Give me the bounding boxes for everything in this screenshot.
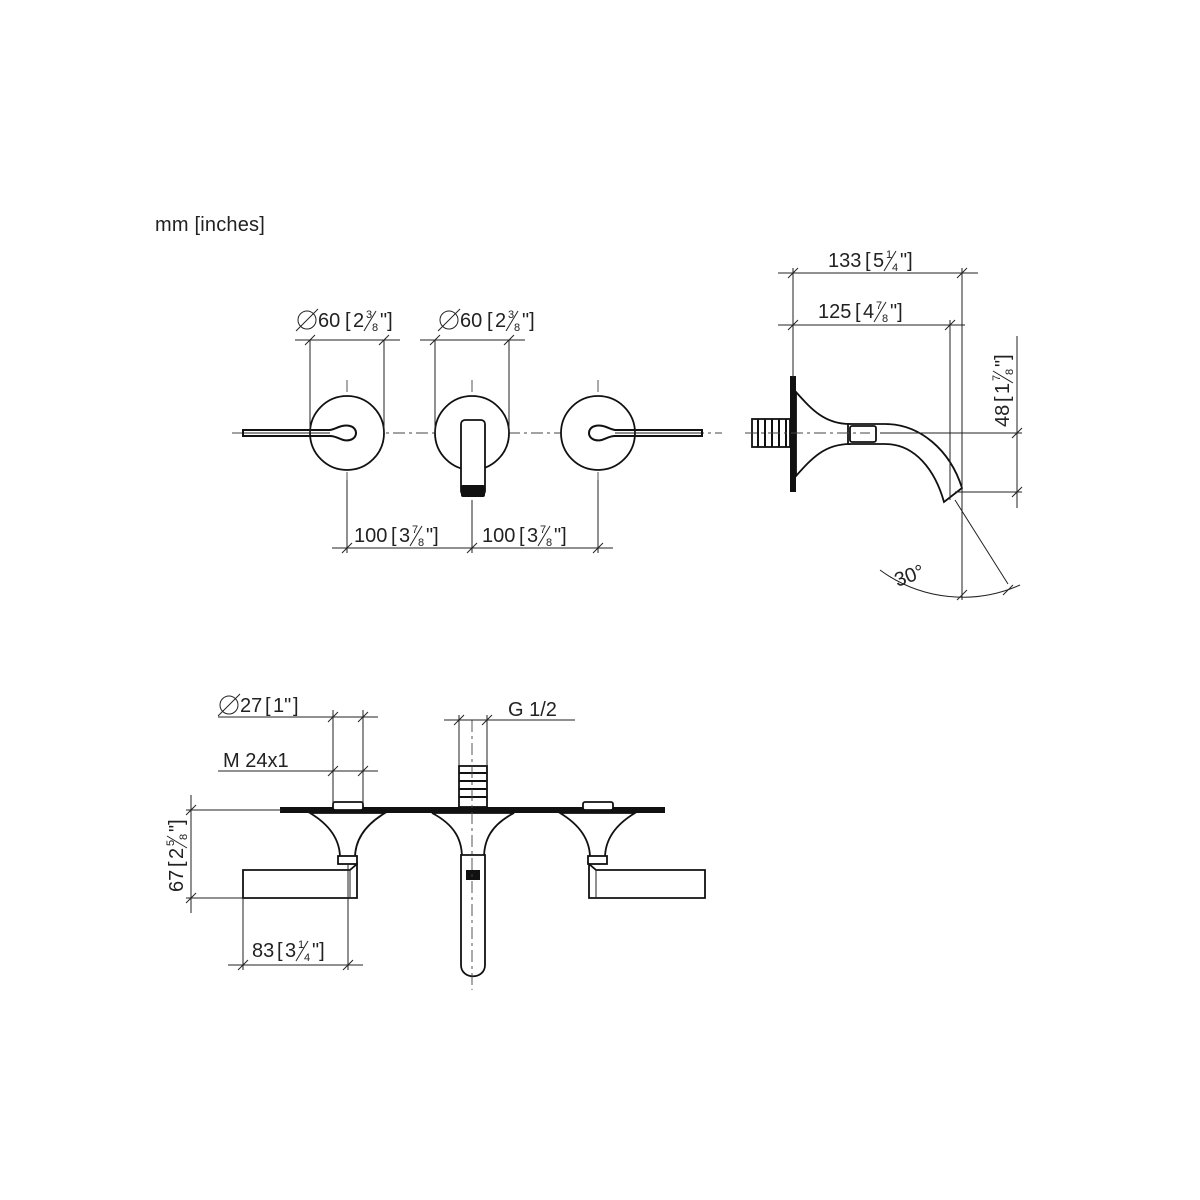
svg-text:]: ] xyxy=(293,695,299,717)
svg-text:[: [ xyxy=(519,525,525,547)
spout-side xyxy=(847,423,964,504)
dim-handle-length-value: 83 xyxy=(252,940,274,962)
svg-text:[: [ xyxy=(166,861,188,867)
dim-dia-left-value: 60 xyxy=(318,310,340,332)
left-lever-handle xyxy=(242,424,357,442)
spout-flare-top xyxy=(431,812,515,859)
dim-spout-projection: 125 [ 4 7 8 "] xyxy=(818,300,903,325)
svg-text:[: [ xyxy=(345,310,351,332)
svg-text:3: 3 xyxy=(527,525,538,547)
svg-text:7: 7 xyxy=(991,375,1003,381)
top-view xyxy=(185,710,706,990)
svg-text:[: [ xyxy=(992,396,1014,402)
dim-spacing-right: 100 [ 3 7 8 "] xyxy=(482,524,567,549)
svg-text:3: 3 xyxy=(399,525,410,547)
right-lever-handle xyxy=(588,424,703,442)
wall-plate xyxy=(790,376,796,492)
spout-connector-top xyxy=(458,765,488,808)
svg-text:"]: "] xyxy=(900,250,913,272)
svg-text:7: 7 xyxy=(876,300,882,312)
svg-text:"]: "] xyxy=(554,525,567,547)
spout-outlet xyxy=(461,485,485,497)
side-view xyxy=(745,267,1023,601)
svg-text:"]: "] xyxy=(380,310,393,332)
svg-text:8: 8 xyxy=(1004,369,1016,375)
dim-connection-label: G 1/2 xyxy=(508,699,557,721)
svg-text:1": 1" xyxy=(273,695,291,717)
dim-dia-mid-value: 60 xyxy=(460,310,482,332)
svg-text:4: 4 xyxy=(892,262,898,274)
svg-text:7: 7 xyxy=(412,524,418,536)
front-view xyxy=(232,334,722,554)
svg-text:1: 1 xyxy=(992,383,1014,394)
svg-text:8: 8 xyxy=(546,537,552,549)
dim-thread-label: M 24x1 xyxy=(223,750,289,772)
dim-spacing-right-value: 100 xyxy=(482,525,515,547)
dim-dia-left: 60 [ 2 3 8 "] xyxy=(295,308,393,334)
dim-height: 67 [ 2 5 8 "] xyxy=(165,819,190,892)
dim-spout-drop: 48 [ 1 7 8 "] xyxy=(991,354,1016,427)
svg-text:1: 1 xyxy=(886,249,892,261)
left-valve-body xyxy=(306,812,389,859)
left-cartridge xyxy=(332,801,364,811)
spout-aerator-mark xyxy=(466,870,480,880)
svg-text:5: 5 xyxy=(165,840,177,846)
svg-text:"]: "] xyxy=(426,525,439,547)
spout-collar xyxy=(849,425,877,443)
dim-dia-mid: 60 [ 2 3 8 "] xyxy=(437,308,535,334)
svg-text:[: [ xyxy=(391,525,397,547)
svg-text:"]: "] xyxy=(522,310,535,332)
svg-text:8: 8 xyxy=(418,537,424,549)
right-valve-body xyxy=(556,812,639,859)
dim-height-value: 67 xyxy=(166,870,188,892)
svg-text:3: 3 xyxy=(285,940,296,962)
spout-front xyxy=(460,419,486,496)
svg-text:"]: "] xyxy=(312,940,325,962)
dim-total-projection-value: 133 xyxy=(828,250,861,272)
svg-text:5: 5 xyxy=(873,250,884,272)
dim-spacing-left: 100 [ 3 7 8 "] xyxy=(354,524,439,549)
dim-total-projection: 133 [ 5 1 4 "] xyxy=(828,249,913,274)
right-handle-top xyxy=(588,862,706,899)
svg-text:8: 8 xyxy=(178,834,190,840)
svg-text:4: 4 xyxy=(863,301,874,323)
svg-text:[: [ xyxy=(865,250,871,272)
spout-base-flare xyxy=(795,389,851,479)
svg-text:4: 4 xyxy=(304,952,310,964)
svg-text:[: [ xyxy=(277,940,283,962)
svg-text:2: 2 xyxy=(353,310,364,332)
dim-spacing-left-value: 100 xyxy=(354,525,387,547)
svg-text:1: 1 xyxy=(298,939,304,951)
spout-top xyxy=(460,854,486,978)
svg-text:"]: "] xyxy=(166,819,188,832)
svg-text:[: [ xyxy=(265,695,271,717)
dim-spout-projection-value: 125 xyxy=(818,301,851,323)
svg-text:3: 3 xyxy=(366,309,372,321)
dim-dia-27-value: 27 xyxy=(240,695,262,717)
svg-text:"]: "] xyxy=(992,354,1014,367)
svg-text:"]: "] xyxy=(890,301,903,323)
svg-text:3: 3 xyxy=(508,309,514,321)
svg-text:8: 8 xyxy=(882,313,888,325)
top-wall-line xyxy=(280,807,665,813)
dim-handle-length: 83 [ 3 1 4 "] xyxy=(252,939,325,964)
svg-text:2: 2 xyxy=(166,848,188,859)
left-handle-top xyxy=(242,862,358,899)
units-label: mm [inches] xyxy=(155,214,266,236)
svg-text:8: 8 xyxy=(372,322,378,334)
svg-text:2: 2 xyxy=(495,310,506,332)
right-cartridge xyxy=(582,801,614,811)
svg-text:[: [ xyxy=(487,310,493,332)
dim-spout-drop-value: 48 xyxy=(992,405,1014,427)
dim-dia-27: 27 [ 1" ] xyxy=(217,693,299,717)
svg-text:[: [ xyxy=(855,301,861,323)
dim-angle: 30° xyxy=(892,561,928,592)
svg-text:8: 8 xyxy=(514,322,520,334)
svg-text:7: 7 xyxy=(540,524,546,536)
